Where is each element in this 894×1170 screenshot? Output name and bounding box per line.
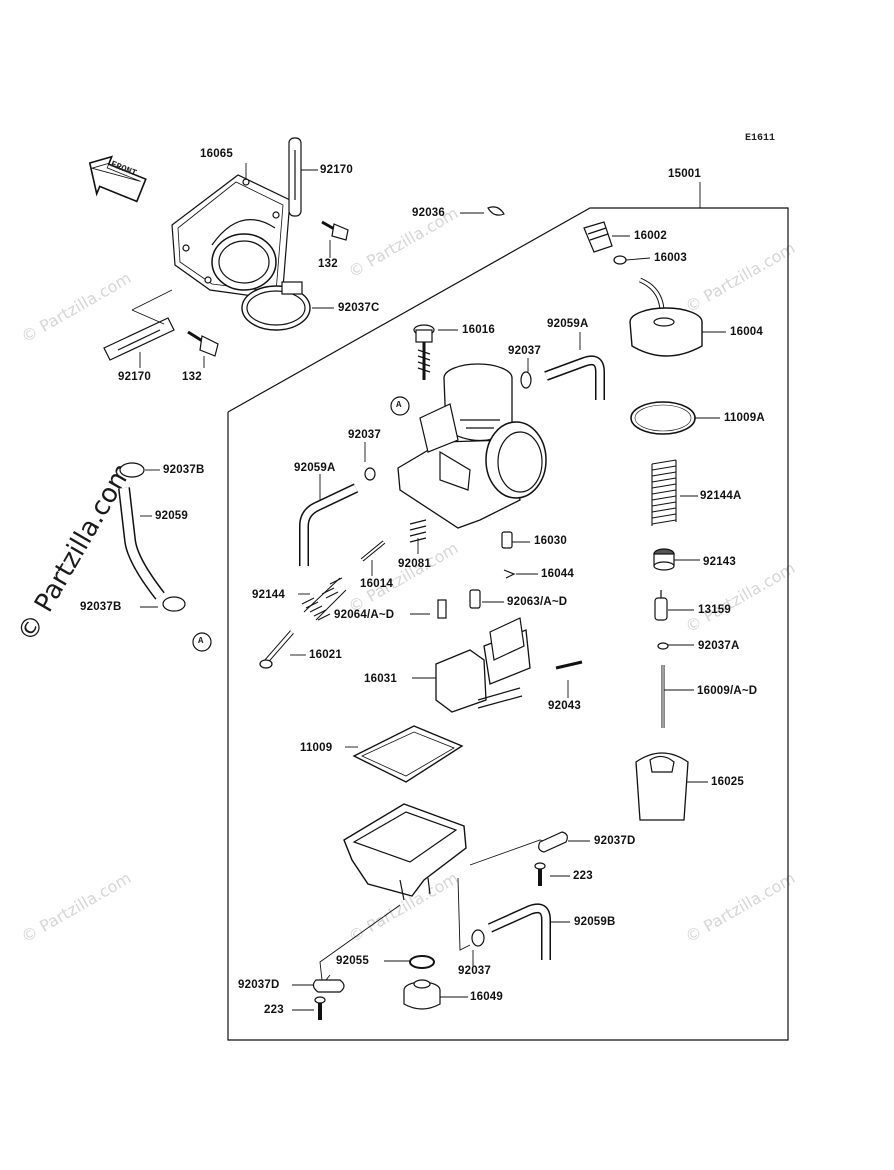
part-label-16014: 16014 xyxy=(360,578,393,590)
part-label-16031: 16031 xyxy=(364,673,397,685)
callout-a-label: A xyxy=(396,400,402,410)
part-label-92043: 92043 xyxy=(548,700,581,712)
part-label-223: 223 xyxy=(573,870,593,882)
intake-manifold-drawing xyxy=(171,174,291,301)
screw-drawing xyxy=(259,630,294,669)
small-spring-drawing xyxy=(409,519,427,543)
part-label-16044: 16044 xyxy=(541,568,574,580)
drain-o-ring-drawing xyxy=(409,955,435,969)
small-clip-drawing xyxy=(503,569,516,579)
carburetor-body-drawing xyxy=(397,363,547,529)
cable-adjuster-drawing xyxy=(583,221,613,253)
part-label-223: 223 xyxy=(264,1004,284,1016)
part-label-92059b: 92059B xyxy=(574,916,616,928)
part-label-92059a: 92059A xyxy=(294,462,336,474)
bolt-top-drawing xyxy=(321,220,349,241)
part-label-92059a: 92059A xyxy=(547,318,589,330)
part-label-92144a: 92144A xyxy=(700,490,742,502)
part-label-92036: 92036 xyxy=(412,207,445,219)
main-jet-drawing xyxy=(469,589,481,609)
pilot-jet-drawing xyxy=(437,599,447,619)
callout-circle xyxy=(390,396,410,416)
needle-clip-drawing xyxy=(657,642,669,650)
part-label-16003: 16003 xyxy=(654,252,687,264)
group-frame xyxy=(227,207,789,1041)
connector-lines xyxy=(131,289,547,981)
part-label-92037: 92037 xyxy=(348,429,381,441)
part-label-92064: 92064/A~D xyxy=(334,609,395,621)
front-arrow xyxy=(88,155,147,203)
part-label-132: 132 xyxy=(318,258,338,270)
part-label-92170: 92170 xyxy=(118,371,151,383)
part-label-92037b: 92037B xyxy=(80,601,122,613)
part-label-11009a: 11009A xyxy=(724,412,765,424)
part-label-16016: 16016 xyxy=(462,324,495,336)
part-label-92037d: 92037D xyxy=(594,835,636,847)
part-label-16002: 16002 xyxy=(634,230,667,242)
clip-drawing xyxy=(487,206,505,216)
bracket-top-drawing xyxy=(288,137,302,217)
part-label-16021: 16021 xyxy=(309,649,342,661)
float-drawing xyxy=(435,617,531,713)
part-label-16025: 16025 xyxy=(711,776,744,788)
part-label-92144: 92144 xyxy=(252,589,285,601)
screw-left-drawing xyxy=(314,996,326,1020)
bolt-bottom-drawing xyxy=(187,330,219,357)
jet-drawing xyxy=(501,531,513,549)
part-label-92081: 92081 xyxy=(398,558,431,570)
hose-clamp-drawing xyxy=(241,281,311,331)
part-label-92037d: 92037D xyxy=(238,979,280,991)
part-label-13159: 13159 xyxy=(698,604,731,616)
nut-drawing xyxy=(613,255,627,265)
part-label-92170: 92170 xyxy=(320,164,353,176)
retainer-drawing xyxy=(653,548,675,571)
part-label-16049: 16049 xyxy=(470,991,503,1003)
part-label-92055: 92055 xyxy=(336,955,369,967)
part-label-92059: 92059 xyxy=(155,510,188,522)
clamp-left-drawing xyxy=(312,979,345,993)
air-screw-spring-drawing xyxy=(301,577,347,621)
part-label-92037: 92037 xyxy=(458,965,491,977)
part-label-92037c: 92037C xyxy=(338,302,380,314)
throttle-spring-drawing xyxy=(651,459,677,526)
float-pin-drawing xyxy=(555,660,583,670)
part-label-92037a: 92037A xyxy=(698,640,740,652)
part-label-16065: 16065 xyxy=(200,148,233,160)
part-label-15001: 15001 xyxy=(668,168,701,180)
needle-holder-drawing xyxy=(654,590,668,621)
o-ring-drawing xyxy=(630,401,696,435)
float-bowl-gasket-drawing xyxy=(352,725,464,783)
part-label-92037: 92037 xyxy=(508,345,541,357)
part-label-92037b: 92037B xyxy=(163,464,205,476)
clamp-right-drawing xyxy=(538,831,568,853)
diagram-code: E1611 xyxy=(745,133,776,144)
part-label-16009: 16009/A~D xyxy=(697,685,758,697)
air-screw-drawing xyxy=(360,540,386,562)
idle-screw-drawing xyxy=(413,324,435,380)
bracket-bottom-drawing xyxy=(103,317,175,361)
callout-a-label: A xyxy=(198,636,204,646)
part-label-16004: 16004 xyxy=(730,326,763,338)
part-label-132: 132 xyxy=(182,371,202,383)
top-cap-drawing xyxy=(629,277,703,357)
part-label-92063: 92063/A~D xyxy=(507,596,568,608)
screw-right-drawing xyxy=(534,862,546,886)
callout-circle xyxy=(192,632,212,652)
part-label-16030: 16030 xyxy=(534,535,567,547)
float-bowl-drawing xyxy=(343,803,467,901)
drain-plug-drawing xyxy=(403,979,441,1010)
part-label-92143: 92143 xyxy=(703,556,736,568)
throttle-valve-drawing xyxy=(635,752,689,821)
part-label-11009: 11009 xyxy=(300,742,333,754)
